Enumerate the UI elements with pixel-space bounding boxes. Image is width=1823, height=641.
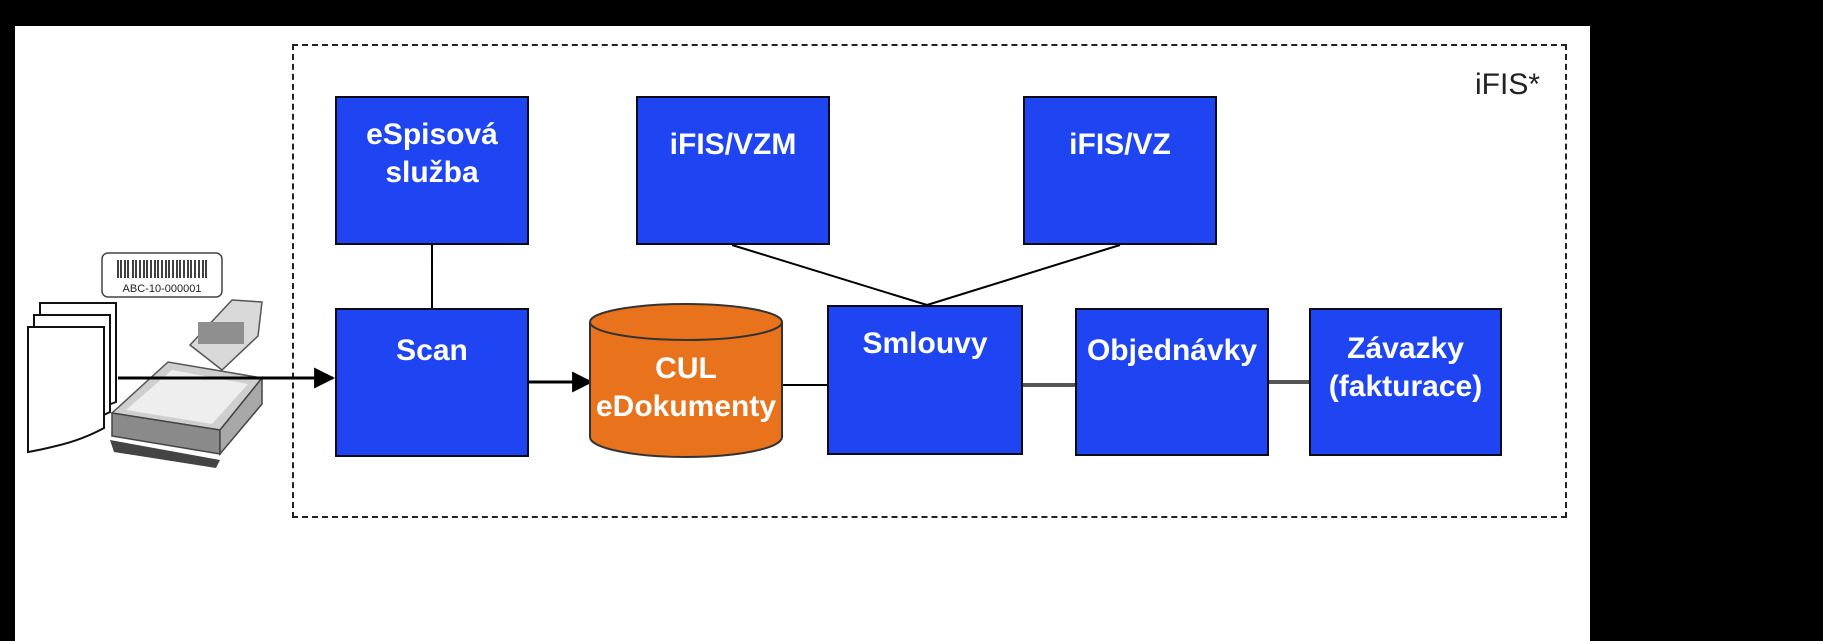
box-ifis-vz-label: iFIS/VZ xyxy=(1069,128,1171,161)
box-zavazky-label: Závazky (fakturace) xyxy=(1328,332,1483,403)
barcode-number: ABC-10-000001 xyxy=(122,283,202,295)
box-ifis-vzm: iFIS/VZM xyxy=(636,96,830,245)
ifis-boundary-label: iFIS* xyxy=(1475,68,1541,101)
line-vz-junction xyxy=(926,244,1121,306)
box-scan: Scan xyxy=(335,308,529,457)
document-stack-icon xyxy=(27,302,117,454)
database-icon xyxy=(589,303,783,458)
box-ifis-vzm-label: iFIS/VZM xyxy=(669,128,797,161)
box-objednavky: Objednávky xyxy=(1075,308,1269,456)
box-scan-label: Scan xyxy=(396,334,468,367)
line-vzm-junction xyxy=(731,244,928,306)
box-ifis-vz: iFIS/VZ xyxy=(1023,96,1217,245)
box-objednavky-label: Objednávky xyxy=(1086,334,1258,367)
box-zavazky: Závazky (fakturace) xyxy=(1309,308,1502,456)
barcode-label-icon xyxy=(101,252,223,298)
box-smlouvy: Smlouvy xyxy=(827,305,1023,455)
box-smlouvy-label: Smlouvy xyxy=(862,327,988,360)
database-cul-edokumenty-label: CUL eDokumenty xyxy=(595,352,777,423)
box-espisova-sluzba: eSpisová služba xyxy=(335,96,529,245)
scanner-icon xyxy=(110,299,264,468)
box-espisova-label: eSpisová služba xyxy=(366,118,498,189)
ifis-system-boundary xyxy=(292,44,1567,518)
